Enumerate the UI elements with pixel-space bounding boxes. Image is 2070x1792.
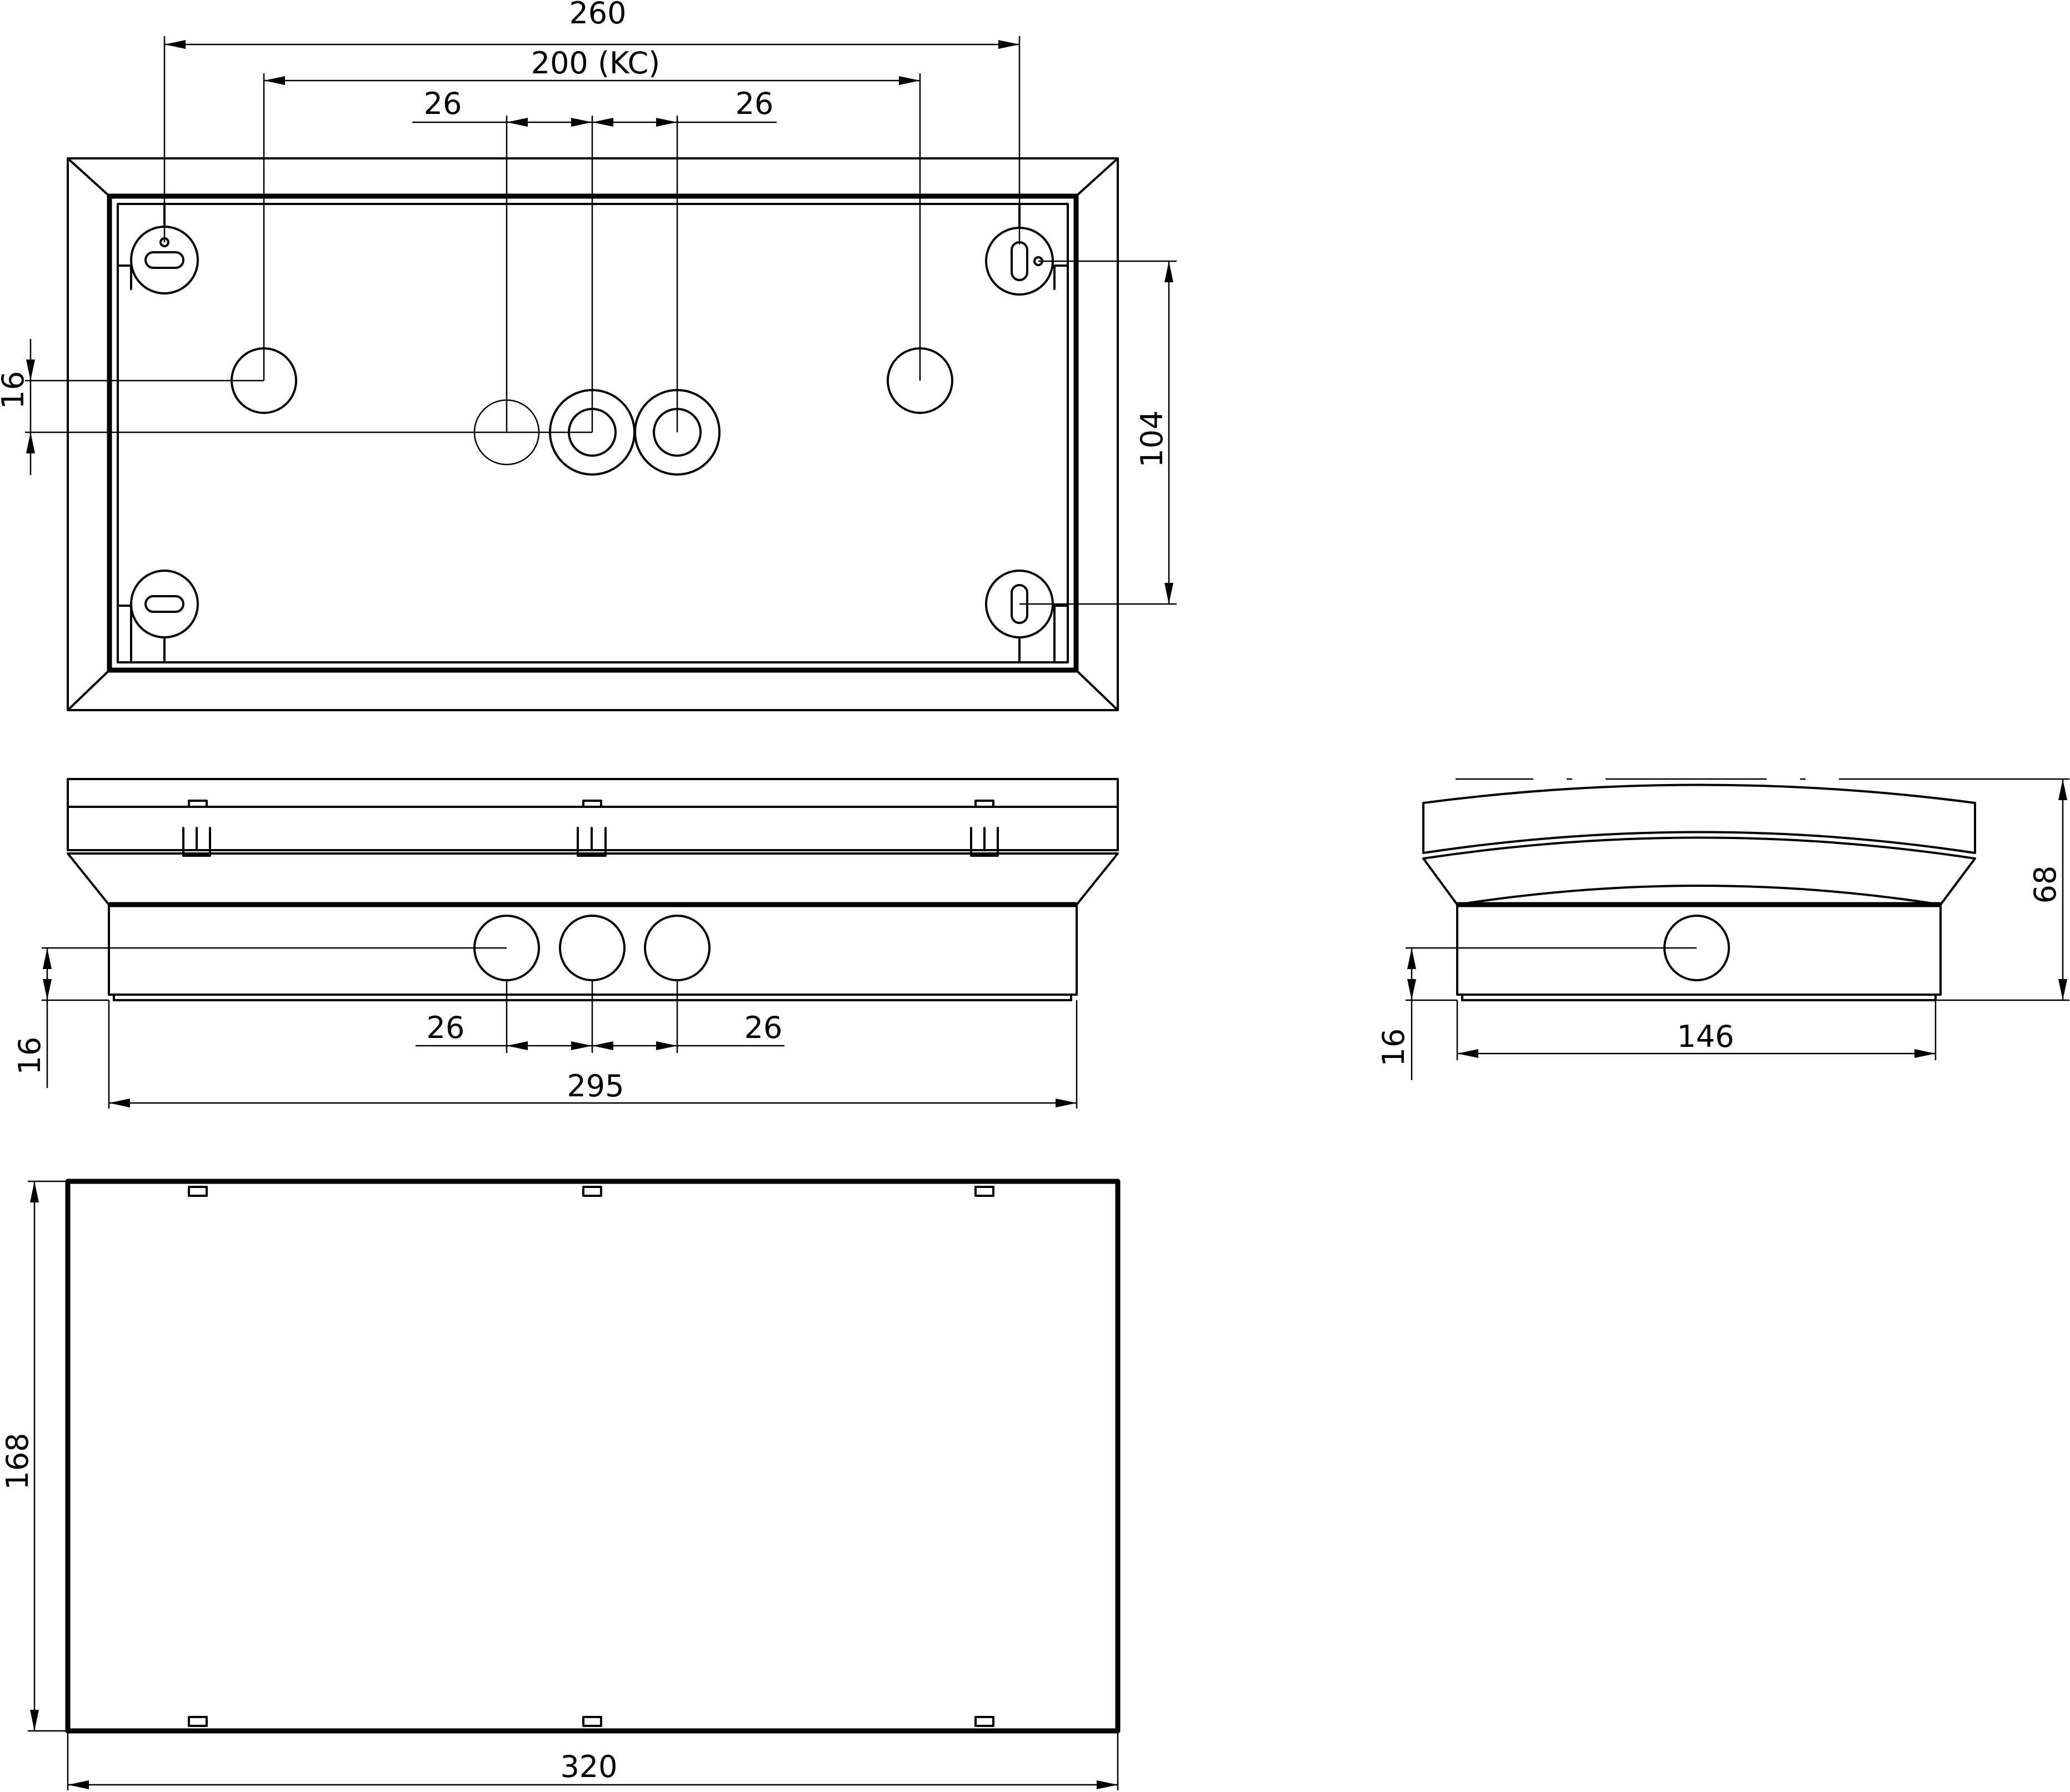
dimension-26-front-right-label: 26 <box>744 1010 783 1045</box>
front-entry-right <box>644 915 711 981</box>
dimension-168-label: 168 <box>0 1432 35 1490</box>
dimension-295: 295 <box>108 1000 1078 1109</box>
mounting-boss-bottom-right <box>985 570 1069 663</box>
dimension-entry-spacing-top: 26 26 <box>412 86 777 432</box>
dimension-16-top-label: 16 <box>0 371 31 410</box>
bottom-view: 168 320 <box>0 1179 1121 1790</box>
front-view: 16 26 26 295 <box>12 778 1119 1109</box>
side-view: 68 16 146 <box>1376 778 2069 1080</box>
dimension-entry-spacing-front: 26 26 <box>416 980 784 1053</box>
dimension-16-top: 16 <box>0 339 592 475</box>
dimension-260-label: 260 <box>569 0 626 31</box>
dimension-295-label: 295 <box>567 1069 624 1104</box>
dimension-16-front-label: 16 <box>12 1037 47 1075</box>
front-entry-center <box>559 915 626 981</box>
dimension-16-front: 16 <box>12 947 507 1088</box>
top-view: 260 200 (KC) 26 26 <box>0 0 1177 711</box>
dimension-260: 260 <box>163 0 1021 244</box>
mounting-boss-top-left <box>117 203 199 294</box>
mounting-boss-bottom-left <box>117 570 199 663</box>
dimension-146-label: 146 <box>1677 1019 1734 1054</box>
dimension-104: 104 <box>1019 260 1177 605</box>
dimension-168: 168 <box>0 1180 68 1732</box>
dimension-26-front-left-label: 26 <box>427 1010 465 1045</box>
dimension-26-top-right-label: 26 <box>736 86 774 121</box>
dimension-320: 320 <box>67 1731 1119 1790</box>
dimension-26-top-left-label: 26 <box>424 86 462 121</box>
mounting-boss-top-right <box>985 203 1069 296</box>
front-clip-center <box>577 800 607 857</box>
front-clip-right <box>970 800 999 857</box>
dimension-200-kc: 200 (KC) <box>263 46 921 381</box>
front-clip-left <box>182 800 211 857</box>
dimension-16-side-label: 16 <box>1376 1029 1411 1067</box>
bottom-view-cover <box>65 1179 1121 1734</box>
side-view-lid <box>1422 783 1976 854</box>
front-view-lid <box>67 778 1119 808</box>
dimension-320-label: 320 <box>560 1749 617 1784</box>
dimension-200-kc-label: 200 (KC) <box>531 46 661 81</box>
dimension-104-label: 104 <box>1134 410 1169 467</box>
dimension-16-side: 16 <box>1376 947 1697 1080</box>
dimension-68: 68 <box>1456 778 2069 1001</box>
dimension-146: 146 <box>1456 1000 1937 1060</box>
dimension-68-label: 68 <box>2028 866 2063 904</box>
